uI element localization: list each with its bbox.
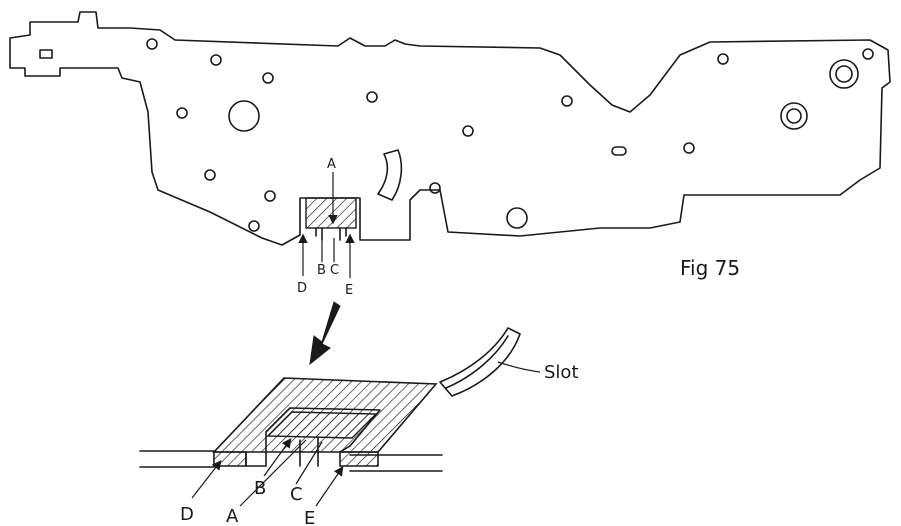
hole: [146, 38, 158, 50]
hole: [462, 125, 474, 137]
hole: [248, 220, 260, 232]
plate-outline: [9, 11, 891, 246]
hole: [176, 107, 188, 119]
detail-view: Slot D B A C E: [139, 327, 579, 526]
left-tab-slot: [39, 49, 53, 59]
large-hole: [228, 100, 260, 132]
hole: [366, 91, 378, 103]
callout-label-b: B: [317, 263, 326, 278]
hole: [204, 169, 216, 181]
hole: [262, 72, 274, 84]
oval-hole: [611, 146, 627, 156]
boss-inner: [786, 108, 802, 124]
hole: [561, 95, 573, 107]
plate-curved-slot: [377, 149, 403, 201]
medium-hole: [506, 207, 528, 229]
left-rail: [139, 450, 215, 468]
callout-label-c: C: [330, 263, 339, 278]
hole: [717, 53, 729, 65]
boss-inner: [835, 65, 853, 83]
detail-label-d: D: [180, 504, 194, 525]
hole: [683, 142, 695, 154]
detail-slot-inner: [445, 335, 509, 389]
boss-outer: [829, 59, 859, 89]
hole: [429, 182, 441, 194]
hole: [862, 48, 874, 60]
detail-arrow-b: [263, 438, 292, 477]
detail-pointer-arrow: [309, 301, 341, 366]
boss-outer: [780, 102, 808, 130]
plate-block-legs: [315, 227, 347, 241]
slot-leader-line: [497, 361, 541, 373]
callout-label-d: D: [297, 281, 307, 296]
hole: [210, 54, 222, 66]
figure-caption: Fig 75: [680, 256, 740, 280]
detail-label-c: C: [290, 484, 303, 505]
detail-label-e: E: [304, 508, 315, 526]
detail-inner-legs: [299, 437, 319, 467]
slot-label: Slot: [544, 362, 579, 383]
detail-label-a: A: [226, 506, 239, 526]
callout-label-a: A: [327, 157, 336, 172]
detail-front-right: [339, 451, 379, 467]
plate-hatched-block: [305, 197, 357, 229]
top-callouts: A D B C E: [297, 157, 355, 298]
detail-inner-hatch: [266, 411, 378, 439]
detail-recess: [245, 407, 381, 467]
chassis-plate: [9, 11, 891, 246]
detail-line-a: [239, 439, 307, 507]
detail-arrow-d: [191, 460, 222, 499]
callout-label-e: E: [345, 283, 353, 298]
detail-arrow-e: [315, 466, 344, 507]
detail-slot-piece: [439, 327, 521, 397]
hole: [264, 190, 276, 202]
detail-line-c: [295, 441, 323, 485]
